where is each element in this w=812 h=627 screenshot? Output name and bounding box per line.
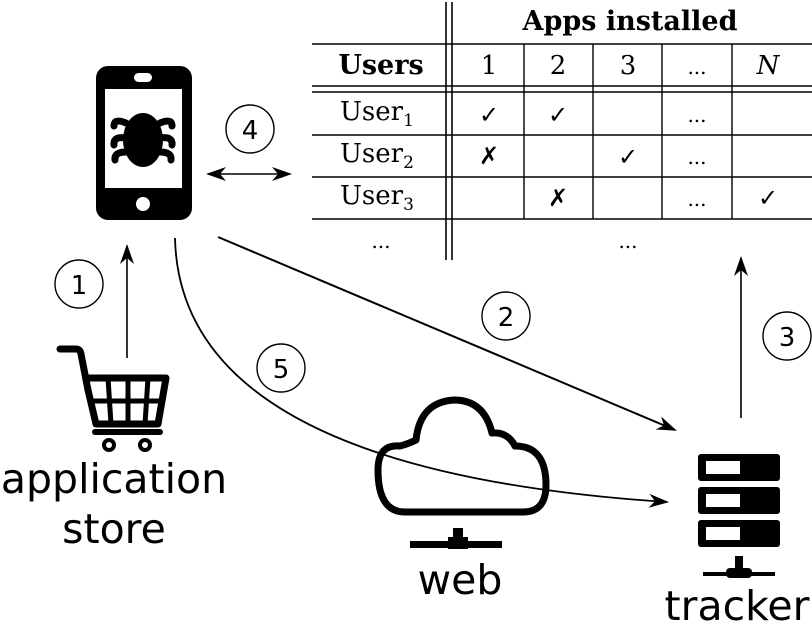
svg-text:2: 2 (498, 303, 515, 333)
table-row-ellipsis: ... ... (371, 229, 637, 253)
shopping-cart-icon (56, 345, 170, 452)
step-badge-2: 2 (481, 291, 531, 341)
ellipsis: ... (687, 145, 706, 169)
ellipsis: ... (687, 187, 706, 211)
arrow-phone-to-tracker (217, 236, 677, 431)
cross-icon: ✗ (548, 184, 568, 212)
column-header: 1 (481, 51, 498, 81)
cross-icon: ✗ (479, 142, 499, 170)
column-header: ... (687, 55, 706, 79)
table-row: User1 ✓ ✓ ... (340, 97, 707, 131)
step-badge-5: 5 (256, 343, 306, 393)
ellipsis: ... (371, 229, 390, 253)
tracker-label: tracker (665, 582, 810, 627)
store-label-line1: application (1, 455, 227, 503)
ellipsis: ... (687, 103, 706, 127)
table-title: Apps installed (522, 6, 738, 37)
column-header: 2 (550, 51, 567, 81)
check-icon: ✓ (548, 101, 568, 129)
store-label-line2: store (62, 505, 166, 553)
web-label: web (418, 556, 503, 604)
table-row: User3 ✗ ... ✓ (340, 181, 778, 215)
svg-text:1: 1 (71, 271, 88, 301)
step-badge-1: 1 (54, 259, 104, 309)
row-user-label: User3 (340, 181, 414, 215)
column-header: 3 (620, 51, 637, 81)
svg-text:4: 4 (242, 116, 259, 146)
arrow-phone-via-web-to-tracker (174, 237, 669, 508)
svg-text:5: 5 (273, 355, 290, 385)
column-header: N (756, 51, 781, 81)
table-row: User2 ✗ ✓ ... (340, 139, 707, 173)
row-user-label: User1 (340, 97, 414, 131)
check-icon: ✓ (758, 184, 778, 212)
step-badge-4: 4 (225, 104, 275, 154)
svg-text:3: 3 (779, 323, 796, 353)
apps-table: Apps installed Users 1 2 3 ... N User1 ✓… (312, 2, 812, 260)
cloud-network-icon (374, 396, 550, 549)
ellipsis: ... (618, 229, 637, 253)
check-icon: ✓ (479, 101, 499, 129)
malware-phone-icon (96, 66, 192, 220)
server-icon (698, 454, 780, 578)
step-badge-3: 3 (762, 311, 812, 361)
row-user-label: User2 (340, 139, 414, 173)
users-header: Users (338, 50, 423, 81)
check-icon: ✓ (618, 143, 638, 171)
